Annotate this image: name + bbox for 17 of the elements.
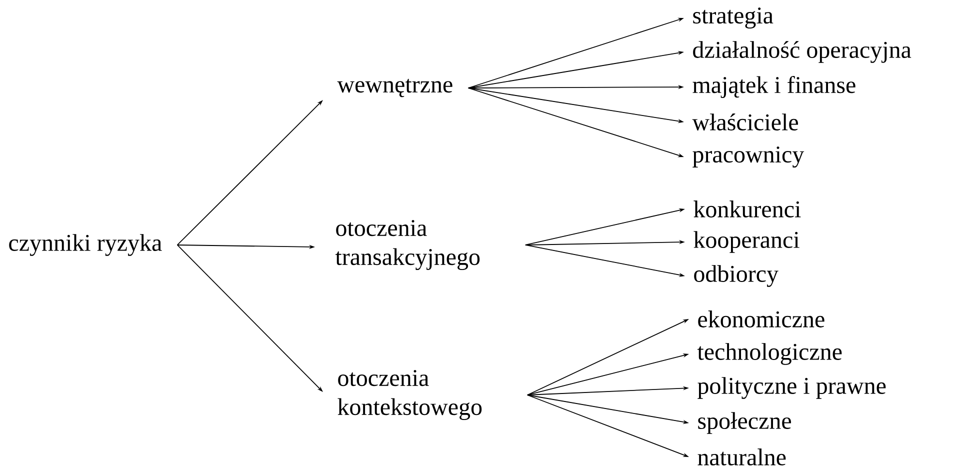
- factor-label: majątek i finanse: [692, 76, 856, 98]
- factor-label: ekonomiczne: [698, 310, 824, 328]
- factor-label: działalność operacyjna: [693, 41, 912, 63]
- root-label: czynniki ryzyka: [9, 234, 162, 256]
- factor-label: właściciele: [692, 114, 798, 130]
- category-label: otoczenia transakcyjnego: [335, 220, 480, 270]
- factor-label: konkurenci: [694, 200, 801, 218]
- factor-label: pracownicy: [692, 146, 804, 168]
- factor-label: strategia: [693, 7, 774, 29]
- category-label: wewnętrzne: [337, 78, 452, 98]
- factor-label: odbiorcy: [694, 265, 778, 287]
- category-label: otoczenia kontekstowego: [338, 370, 482, 420]
- factor-label: społeczne: [698, 412, 791, 434]
- factor-label: polityczne i prawne: [698, 377, 886, 399]
- factor-label: naturalne: [698, 448, 786, 466]
- factor-label: technologiczne: [697, 343, 842, 365]
- factor-label: kooperanci: [694, 231, 800, 253]
